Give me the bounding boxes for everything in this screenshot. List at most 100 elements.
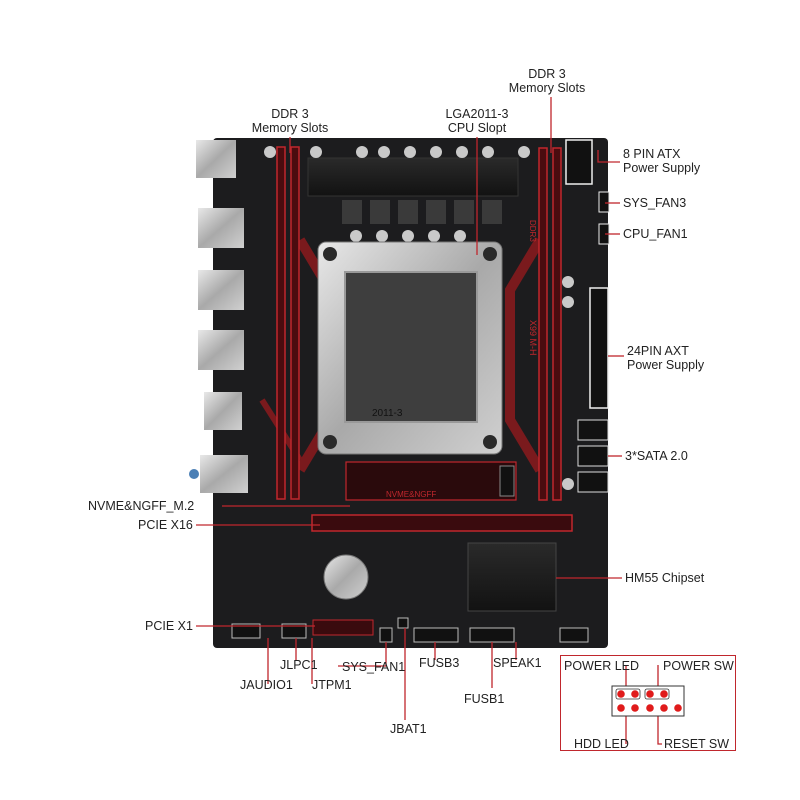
pin (631, 704, 639, 712)
jlpc1-header (281, 623, 307, 639)
leader-line (597, 150, 620, 163)
m2-silkscreen: NVME&NGFF (386, 490, 436, 499)
pin (617, 690, 625, 698)
pin (660, 704, 668, 712)
sata-port (577, 471, 609, 493)
label-pcie-x1: PCIE X1 (145, 619, 193, 633)
capacitor (482, 146, 494, 158)
socket-screw (323, 247, 337, 261)
label-chipset: HM55 Chipset (625, 571, 705, 585)
capacitor (350, 230, 362, 242)
model-silkscreen: X99 M-H (528, 320, 538, 356)
jbat1-jumper (397, 617, 409, 629)
vrm-heatsink (307, 157, 519, 197)
label-power-led: POWER LED (564, 659, 640, 673)
choke (482, 200, 502, 224)
pin-pair-outline (615, 688, 641, 700)
pin (646, 704, 654, 712)
m2-connector (499, 465, 515, 497)
label-sys-fan3: SYS_FAN3 (623, 196, 687, 210)
capacitor (518, 146, 530, 158)
label-jaudio1: JAUDIO1 (240, 678, 293, 692)
label-cpu-fan1: CPU_FAN1 (623, 227, 688, 241)
capacitor (264, 146, 276, 158)
label-sata: 3*SATA 2.0 (625, 449, 688, 463)
label-reset-sw: RESET SW (664, 737, 730, 751)
pin-pair-outline (644, 688, 670, 700)
ddr3-slot (552, 147, 562, 501)
sata-port (577, 419, 609, 441)
label-fusb3: FUSB3 (419, 656, 460, 670)
io-usb-port (198, 208, 244, 248)
chipset-heatsink (467, 542, 557, 612)
label-power-sw: POWER SW (663, 659, 734, 673)
pin (660, 690, 668, 698)
red-trace (505, 237, 545, 473)
sata-port (577, 445, 609, 467)
pin (617, 704, 625, 712)
label-pcie-x16: PCIE X16 (138, 518, 193, 532)
leader-line (338, 642, 387, 667)
pcie-x1-slot (312, 619, 374, 636)
choke (426, 200, 446, 224)
capacitor (402, 230, 414, 242)
socket-screw (483, 435, 497, 449)
capacitor (454, 230, 466, 242)
capacitor (562, 296, 574, 308)
capacitor (456, 146, 468, 158)
io-lan-port (204, 392, 242, 430)
capacitor (430, 146, 442, 158)
ddr3-slot (290, 146, 300, 500)
label-jlpc1: JLPC1 (280, 658, 318, 672)
ddr3-slot (538, 147, 548, 501)
socket-screw (323, 435, 337, 449)
atx24-connector (589, 287, 609, 409)
fusb1-header (469, 627, 515, 643)
choke (454, 200, 474, 224)
choke (398, 200, 418, 224)
capacitor (404, 146, 416, 158)
io-usb-port (198, 270, 244, 310)
socket-silkscreen: 2011-3 (372, 408, 403, 419)
pin (646, 690, 654, 698)
io-usb-port (198, 330, 244, 370)
capacitor (562, 478, 574, 490)
label-jtpm1: JTPM1 (312, 678, 352, 692)
sys-fan1-header (379, 627, 393, 643)
fusb3-header (413, 627, 459, 643)
label-hdd-led: HDD LED (574, 737, 629, 751)
label-sys-fan1: SYS_FAN1 (342, 660, 406, 674)
socket-screw (483, 247, 497, 261)
pin (631, 690, 639, 698)
front-panel-callout-box (560, 655, 736, 751)
io-audio-jack (189, 469, 199, 479)
capacitor (562, 276, 574, 288)
io-audio-port (200, 455, 248, 493)
cpu-socket-lid (344, 271, 478, 423)
m2-slot (345, 461, 517, 501)
ddr3-slot (276, 146, 286, 500)
capacitor (378, 146, 390, 158)
jaudio1-header (231, 623, 261, 639)
label-jbat1: JBAT1 (390, 722, 427, 736)
capacitor (376, 230, 388, 242)
choke (342, 200, 362, 224)
atx8-connector (565, 139, 593, 185)
capacitor (356, 146, 368, 158)
ddr-silkscreen: DDR3 (528, 220, 537, 242)
capacitor (428, 230, 440, 242)
label-fusb1: FUSB1 (464, 692, 505, 706)
cmos-battery (323, 554, 369, 600)
leader-line (657, 716, 662, 745)
capacitor (310, 146, 322, 158)
label-speak1: SPEAK1 (493, 656, 542, 670)
io-ps2-port (196, 140, 236, 178)
front-panel-header (559, 627, 589, 643)
front-panel-pin-outline (611, 685, 685, 717)
